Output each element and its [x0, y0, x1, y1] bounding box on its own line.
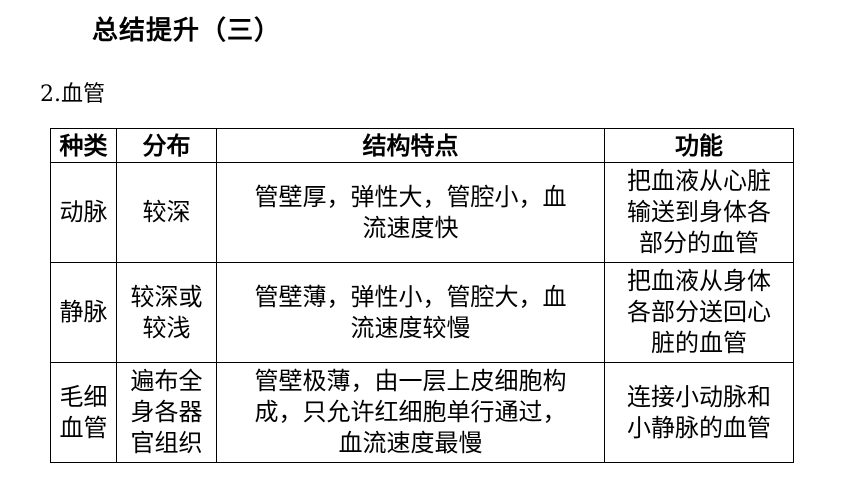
cell-structure: 管壁极薄，由一层上皮细胞构 成，只允许红细胞单行通过， 血流速度最慢	[216, 362, 605, 463]
cell-function: 把血液从身体 各部分送回心 脏的血管	[604, 262, 794, 363]
cell-distribution: 遍布全 身各器 官组织	[116, 362, 217, 463]
table-row: 静脉 较深或 较浅 管壁薄，弹性小，管腔大，血 流速度较慢 把血液从身体 各部分…	[50, 262, 794, 363]
header-structure: 结构特点	[216, 128, 605, 163]
cell-function: 把血液从心脏 输送到身体各 部分的血管	[604, 162, 794, 263]
table-row: 毛细 血管 遍布全 身各器 官组织 管壁极薄，由一层上皮细胞构 成，只允许红细胞…	[50, 362, 794, 463]
cell-type: 静脉	[50, 262, 117, 363]
cell-type: 毛细 血管	[50, 362, 117, 463]
cell-type: 动脉	[50, 162, 117, 263]
section-subtitle: 2.血管	[40, 82, 105, 107]
cell-distribution: 较深	[116, 162, 217, 263]
page-title: 总结提升（三）	[92, 16, 282, 46]
cell-structure: 管壁薄，弹性小，管腔大，血 流速度较慢	[216, 262, 605, 363]
table-row: 动脉 较深 管壁厚，弹性大，管腔小，血 流速度快 把血液从心脏 输送到身体各 部…	[50, 162, 794, 263]
cell-distribution: 较深或 较浅	[116, 262, 217, 363]
cell-function: 连接小动脉和 小静脉的血管	[604, 362, 794, 463]
table-header-row: 种类 分布 结构特点 功能	[50, 128, 794, 163]
blood-vessel-table: 种类 分布 结构特点 功能 动脉 较深 管壁厚，弹性大，管腔小，血 流速度快 把…	[50, 128, 794, 463]
cell-structure: 管壁厚，弹性大，管腔小，血 流速度快	[216, 162, 605, 263]
header-type: 种类	[50, 128, 117, 163]
header-distribution: 分布	[116, 128, 217, 163]
header-function: 功能	[604, 128, 794, 163]
